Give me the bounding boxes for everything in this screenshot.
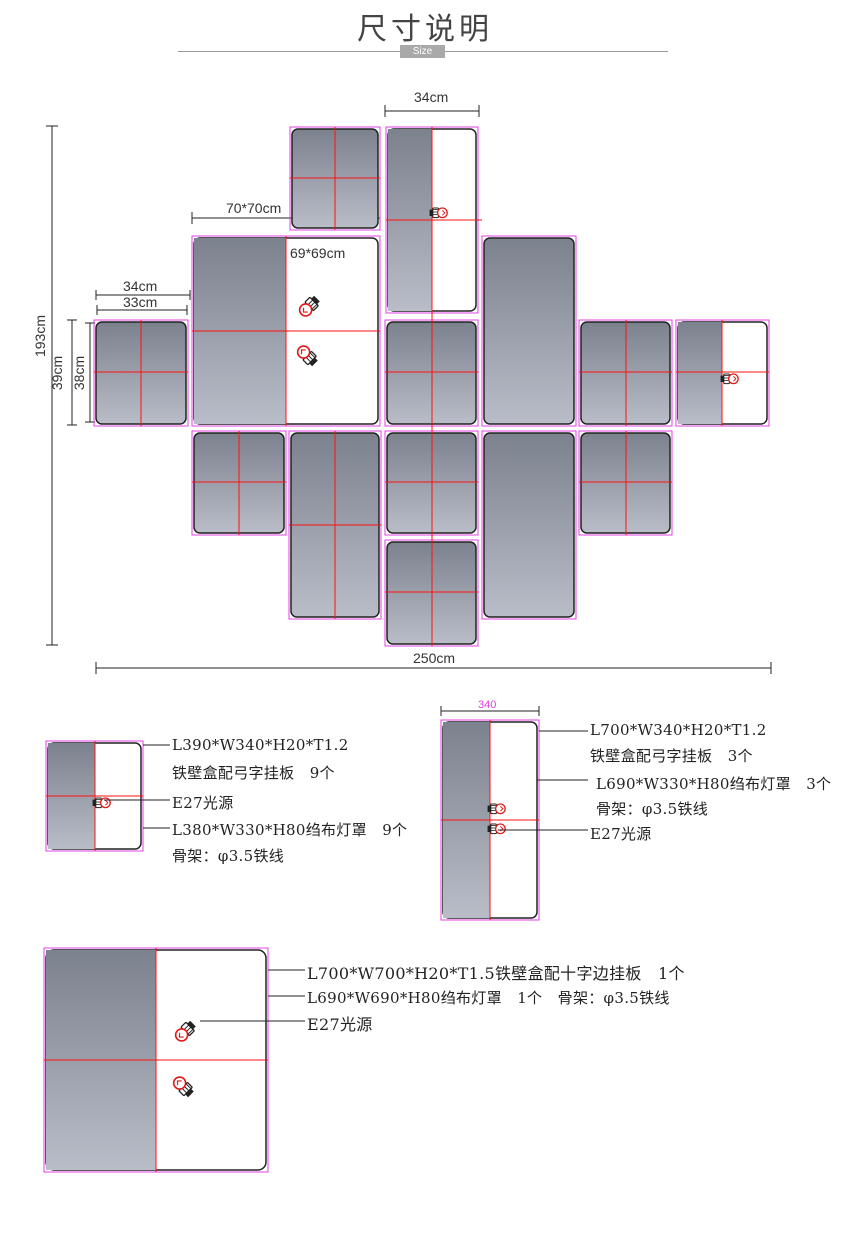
panel-large-square [191, 235, 381, 427]
square-spec-box: L700*W700*H20*T1.5铁壁盒配十字边挂板 1个 [307, 964, 685, 983]
panel-grid [93, 126, 770, 647]
small-inner-width-label: 33cm [123, 294, 158, 310]
width-label: 250cm [413, 650, 456, 666]
panel-small-top [289, 126, 381, 231]
tall-width-label: 34cm [414, 89, 449, 105]
square-spec-shade: L690*W690*H80绉布灯罩 1个 骨架：φ3.5铁线 [307, 989, 670, 1007]
small-spec-hanger: 铁壁盒配弓字挂板 9个 [172, 764, 335, 782]
tall-spec-shade: L690*W330*H80绉布灯罩 3个 [596, 775, 832, 793]
spec-tall-panel [440, 706, 588, 921]
size-badge: Size [400, 45, 445, 58]
tall-spec-light: E27光源 [590, 825, 652, 843]
panel-small-left [93, 319, 189, 427]
spec-square-panel [43, 947, 305, 1173]
small-spec-frame: 骨架：φ3.5铁线 [172, 847, 285, 865]
small-inner-height-label: 38cm [71, 355, 87, 391]
small-outer-width-label: 34cm [123, 278, 158, 294]
page-title: 尺寸说明 [357, 12, 493, 47]
height-label: 193cm [32, 314, 48, 358]
small-spec-box: L390*W340*H20*T1.2 [172, 736, 349, 754]
tall-spec-frame: 骨架：φ3.5铁线 [596, 800, 709, 818]
small-outer-height-label: 39cm [49, 355, 65, 391]
spec-small-panel [45, 740, 170, 852]
tall-spec-hanger: 铁壁盒配弓字挂板 3个 [590, 747, 753, 765]
small-spec-shade: L380*W330*H80绉布灯罩 9个 [172, 821, 408, 839]
tall-spec-box: L700*W340*H20*T1.2 [590, 721, 767, 739]
large-inner-label: 69*69cm [290, 245, 346, 261]
tall-spec-top-dim: 340 [478, 699, 497, 711]
square-spec-light: E27光源 [307, 1015, 373, 1034]
small-spec-light: E27光源 [172, 794, 234, 812]
large-outer-label: 70*70cm [226, 200, 282, 216]
